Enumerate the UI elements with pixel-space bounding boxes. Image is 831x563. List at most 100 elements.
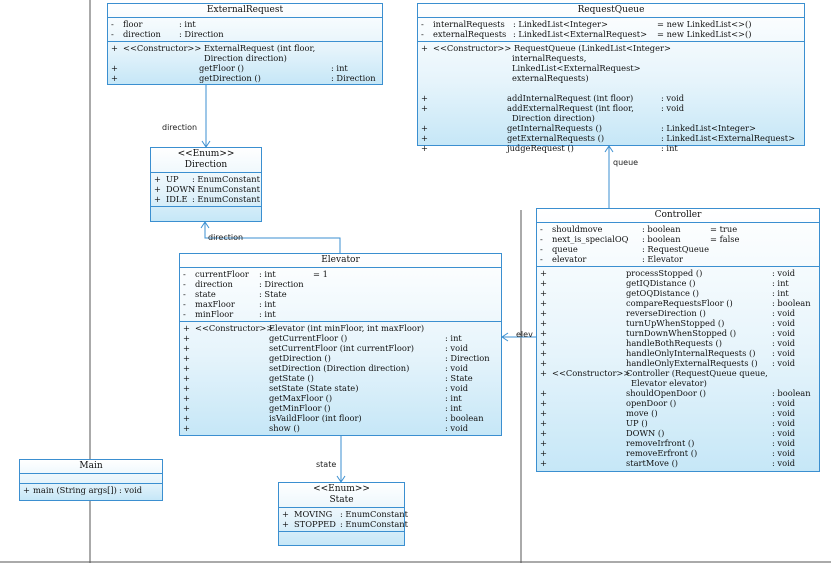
class-title: Main — [20, 460, 162, 474]
operation-row: +move (): void — [540, 408, 796, 418]
class-external-request[interactable]: ExternalRequest -floor: int -direction: … — [107, 3, 383, 85]
operation-row: +addInternalRequest (int floor): void — [421, 93, 685, 103]
enum-state[interactable]: <<Enum>> State +MOVING: EnumConstant +ST… — [278, 482, 408, 546]
operation-row: +getIQDistance (): int — [540, 278, 789, 288]
constants-section: +UP: EnumConstant +DOWN: EnumConstant +I… — [151, 173, 261, 207]
attribute-row: -state: State — [183, 289, 287, 299]
attribute-row: -currentFloor: int= 1 — [183, 269, 328, 279]
attribute-row: -externalRequests: LinkedList<ExternalRe… — [421, 29, 752, 39]
constants-section: +MOVING: EnumConstant +STOPPED: EnumCons… — [279, 508, 408, 532]
attributes-section: -floor: int -direction: Direction — [108, 18, 382, 42]
operation-row: externalRequests) — [512, 73, 589, 83]
operation-row: +turnUpWhenStopped (): void — [540, 318, 796, 328]
enum-constant-row: +MOVING: EnumConstant — [282, 509, 408, 519]
empty-section — [279, 532, 404, 539]
operation-row: +DOWN (): void — [540, 428, 796, 438]
operation-row: +reverseDirection (): void — [540, 308, 796, 318]
attributes-section: -internalRequests: LinkedList<Integer>= … — [418, 18, 804, 42]
operation-row: +<<Constructor>> ExternalRequest (int fl… — [111, 43, 316, 53]
operation-row: +getDirection (): Direction — [183, 353, 490, 363]
enum-constant-row: +UP: EnumConstant — [154, 174, 260, 184]
attribute-row: -maxFloor: int — [183, 299, 276, 309]
attribute-row: -elevator: Elevator — [540, 254, 683, 264]
operation-row: +processStopped (): void — [540, 268, 796, 278]
operation-row: +<<Constructor>>Controller (RequestQueue… — [540, 368, 768, 378]
enum-constant-row: +IDLE: EnumConstant — [154, 194, 260, 204]
attribute-row: -direction: Direction — [111, 29, 224, 39]
class-title: Elevator — [180, 254, 501, 268]
enum-direction[interactable]: <<Enum>> Direction +UP: EnumConstant +DO… — [150, 147, 262, 222]
operation-row: +getDirection (): Direction — [111, 73, 376, 83]
enum-header: <<Enum>> State — [279, 483, 404, 508]
operation-row — [421, 83, 802, 93]
operation-row: +getFloor (): int — [111, 63, 348, 73]
attribute-row: -internalRequests: LinkedList<Integer>= … — [421, 19, 752, 29]
attributes-section: -currentFloor: int= 1 -direction: Direct… — [180, 268, 501, 322]
operation-row: +show (): void — [183, 423, 469, 433]
edge-label-er-direction: direction — [162, 123, 198, 132]
attribute-row: -floor: int — [111, 19, 196, 29]
class-controller[interactable]: Controller -shouldmove: boolean= true -n… — [536, 208, 820, 472]
operations-section: +main (String args[]): void — [20, 484, 162, 497]
operation-row: +judgeRequest (): int — [421, 143, 678, 153]
attribute-row: -queue: RequestQueue — [540, 244, 710, 254]
empty-section — [20, 474, 162, 484]
attribute-row: -direction: Direction — [183, 279, 304, 289]
operations-section: +<<Constructor>> ExternalRequest (int fl… — [108, 42, 382, 85]
operations-section: +<<Constructor>> RequestQueue (LinkedLis… — [418, 42, 804, 155]
arrowhead-direction-bottom — [200, 221, 210, 229]
operation-row: +setDirection (Direction direction): voi… — [183, 363, 469, 373]
operation-row: +handleBothRequests (): void — [540, 338, 796, 348]
operation-row: +getOQDistance (): int — [540, 288, 789, 298]
operation-row: +getMaxFloor (): int — [183, 393, 462, 403]
operation-row: +handleOnlyInternalRequests (): void — [540, 348, 796, 358]
operation-row: Elevator elevator) — [631, 378, 707, 388]
operations-section: +<<Constructor>>Elevator (int minFloor, … — [180, 322, 501, 435]
edge-label-state: state — [316, 460, 337, 469]
arrowhead-elevator — [501, 332, 509, 342]
attribute-row: -next_is_specialOQ: boolean= false — [540, 234, 740, 244]
operation-row: +isVaildFloor (int floor): boolean — [183, 413, 484, 423]
enum-title: State — [329, 495, 354, 505]
operation-row: +getInternalRequests (): LinkedList<Inte… — [421, 123, 756, 133]
edge-label-queue: queue — [613, 158, 639, 167]
class-title: ExternalRequest — [108, 4, 382, 18]
enum-constant-row: +DOWN: EnumConstant — [154, 184, 260, 194]
operation-row: +getCurrentFloor (): int — [183, 333, 462, 343]
operation-row: +compareRequestsFloor (): boolean — [540, 298, 811, 308]
arrowhead-queue — [604, 145, 614, 153]
operation-row: +getMinFloor (): int — [183, 403, 462, 413]
operation-row: +turnDownWhenStopped (): void — [540, 328, 796, 338]
operation-row: +handleOnlyExternalRequests (): void — [540, 358, 796, 368]
enum-constant-row: +STOPPED: EnumConstant — [282, 519, 408, 529]
class-main[interactable]: Main +main (String args[]): void — [19, 459, 163, 501]
operation-row: +UP (): void — [540, 418, 796, 428]
operation-row: +shouldOpenDoor (): boolean — [540, 388, 811, 398]
enum-header: <<Enum>> Direction — [151, 148, 261, 173]
operation-row: Direction direction) — [512, 113, 595, 123]
assoc-elevator-to-direction — [204, 222, 341, 253]
attribute-row: -minFloor: int — [183, 309, 276, 319]
class-elevator[interactable]: Elevator -currentFloor: int= 1 -directio… — [179, 253, 502, 436]
operation-row: LinkedList<ExternalRequest> — [512, 63, 641, 73]
attributes-section: -shouldmove: boolean= true -next_is_spec… — [537, 223, 819, 267]
operation-row: +startMove (): void — [540, 458, 796, 468]
class-request-queue[interactable]: RequestQueue -internalRequests: LinkedLi… — [417, 3, 805, 153]
operations-section: +processStopped (): void +getIQDistance … — [537, 267, 819, 470]
operation-row: +<<Constructor>>Elevator (int minFloor, … — [183, 323, 425, 333]
operation-row: +<<Constructor>> RequestQueue (LinkedLis… — [421, 43, 671, 53]
class-title: RequestQueue — [418, 4, 804, 18]
enum-stereotype: <<Enum>> — [313, 484, 370, 494]
operation-row: +main (String args[]): void — [23, 485, 143, 495]
operation-row: +getState (): State — [183, 373, 473, 383]
empty-section — [151, 207, 261, 214]
operation-row: +setState (State state): void — [183, 383, 469, 393]
enum-title: Direction — [184, 160, 228, 170]
edge-label-el-direction: direction — [208, 233, 244, 242]
operation-row: +removeErfront (): void — [540, 448, 796, 458]
operation-row: +addExternalRequest (int floor,: void — [421, 103, 685, 113]
operation-row: +setCurrentFloor (int currentFloor): voi… — [183, 343, 469, 353]
operation-row: +removeIrfront (): void — [540, 438, 796, 448]
attribute-row: -shouldmove: boolean= true — [540, 224, 738, 234]
enum-stereotype: <<Enum>> — [177, 149, 235, 159]
